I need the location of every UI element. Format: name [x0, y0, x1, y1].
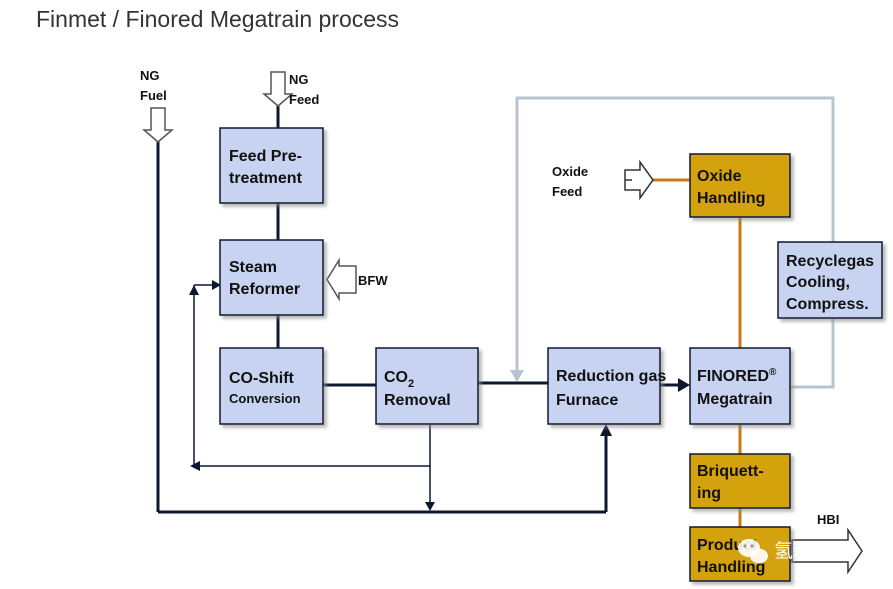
recyclegas-line2: Cooling, — [786, 274, 850, 291]
oxide-handling-box — [689, 153, 791, 218]
return-arrowhead-up — [189, 285, 199, 295]
process-lines — [156, 106, 680, 514]
steam-reformer-box — [219, 239, 324, 316]
oxide-feed-arrow — [624, 159, 654, 201]
return-arrowhead-right — [212, 280, 221, 290]
feed-pretreatment-box — [219, 127, 324, 204]
briquetting-line1: Briquett- — [697, 463, 764, 480]
recycle-gas-loop-line — [515, 96, 835, 389]
finored-inlet-arrowhead — [678, 378, 690, 392]
steam-reformer-line1: Steam — [229, 259, 277, 276]
co2-removal-box — [375, 347, 479, 425]
page-title: Finmet / Finored Megatrain process — [36, 6, 400, 32]
ng-feed-label-line1: NG — [289, 72, 309, 87]
co2-return-lines — [193, 284, 431, 505]
ng-fuel-label-line1: NG — [140, 68, 160, 83]
wechat-icon — [738, 539, 768, 564]
ng-feed-label-line2: Feed — [289, 92, 319, 107]
oxide-feed-label-line1: Oxide — [552, 164, 588, 179]
hbi-label: HBI — [817, 512, 839, 527]
steam-reformer-line2: Reformer — [229, 281, 300, 298]
finored-line1: FINORED® — [697, 367, 777, 385]
reduction-gas-line1: Reduction gas — [556, 368, 666, 385]
furnace-inlet-arrowhead — [600, 424, 612, 436]
feed-pretreatment-line2: treatment — [229, 170, 303, 187]
ng-fuel-arrow — [141, 107, 175, 143]
ng-feed-arrow — [261, 71, 295, 107]
finored-megatrain-box — [689, 347, 791, 425]
recyclegas-box — [777, 241, 883, 319]
reduction-gas-furnace-box — [547, 347, 661, 425]
reduction-gas-line2: Furnace — [556, 392, 618, 409]
ng-fuel-label-line2: Fuel — [140, 88, 167, 103]
solids-lines — [652, 178, 742, 527]
briquetting-line2: ing — [697, 485, 721, 502]
co-shift-line1: CO-Shift — [229, 370, 295, 387]
feed-pretreatment-line1: Feed Pre- — [229, 148, 302, 165]
co-shift-line2: Conversion — [229, 391, 301, 406]
co-shift-box — [219, 347, 324, 425]
recyclegas-line3: Compress. — [786, 296, 869, 313]
bfw-arrow — [326, 257, 357, 302]
recycle-arrowhead — [510, 370, 524, 382]
co2-removal-line2: Removal — [384, 392, 451, 409]
briquetting-box — [689, 453, 791, 509]
oxide-feed-label-line2: Feed — [552, 184, 582, 199]
return-arrowhead-left — [190, 461, 200, 471]
watermark: 氢新能源 — [738, 539, 850, 564]
finored-line2: Megatrain — [697, 391, 773, 408]
product-handling-line2: Handling — [697, 559, 765, 576]
oxide-handling-line2: Handling — [697, 190, 765, 207]
co2-removal-line1: CO2 — [384, 369, 414, 390]
return-arrowhead-down — [425, 502, 435, 511]
product-handling-box — [689, 526, 791, 582]
bfw-label: BFW — [358, 273, 388, 288]
watermark-text: 氢新能源 — [774, 540, 850, 562]
recyclegas-line1: Recyclegas — [786, 253, 874, 270]
oxide-handling-line1: Oxide — [697, 168, 742, 185]
hbi-arrow — [791, 527, 863, 575]
